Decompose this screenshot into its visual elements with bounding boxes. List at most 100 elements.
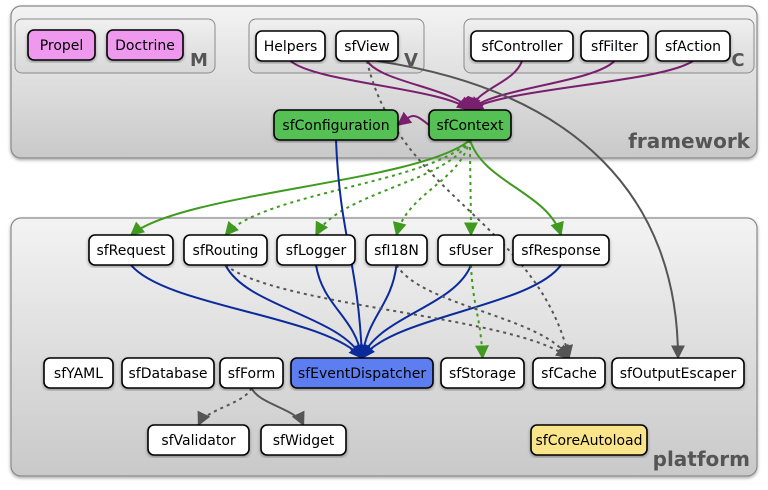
platform-layer: platform bbox=[10, 217, 758, 477]
node-doctrine: Doctrine bbox=[106, 29, 184, 61]
node-propel-box bbox=[27, 29, 96, 61]
node-sfconfiguration: sfConfiguration bbox=[273, 109, 399, 141]
node-sfcache-box bbox=[532, 357, 606, 389]
node-sfcoreautoload: sfCoreAutoload bbox=[530, 424, 648, 456]
node-sfwidget-label: sfWidget bbox=[273, 433, 335, 449]
node-sfwidget: sfWidget bbox=[260, 424, 347, 456]
node-sfview-label: sfView bbox=[344, 39, 389, 55]
edge-helpers-to-sfcontext bbox=[289, 60, 472, 111]
node-sfstorage: sfStorage bbox=[440, 357, 525, 389]
edge-sfcontext-to-sfconfiguration bbox=[396, 111, 430, 126]
node-sfcontroller-box bbox=[470, 30, 574, 62]
node-sfresponse-label: sfResponse bbox=[521, 243, 600, 259]
edge-sfrouting-to-sfeventdispatcher bbox=[224, 264, 363, 360]
edge-sfview-to-sfoutputescaper bbox=[376, 60, 685, 360]
node-sfrequest-label: sfRequest bbox=[96, 243, 166, 259]
node-sfuser: sfUser bbox=[437, 234, 505, 266]
edge-sfrequest-to-sfeventdispatcher bbox=[130, 264, 363, 360]
node-sfi18n-label: sfI18N bbox=[374, 243, 419, 259]
node-sfi18n: sfI18N bbox=[365, 234, 428, 266]
node-sfdatabase-label: sfDatabase bbox=[128, 366, 207, 382]
node-sfoutputescaper-box bbox=[611, 357, 745, 389]
node-sfuser-box bbox=[437, 234, 505, 266]
node-sfeventdispatcher-box bbox=[290, 357, 434, 389]
node-sfcoreautoload-box bbox=[530, 424, 648, 456]
node-sffilter: sfFilter bbox=[580, 30, 649, 62]
node-sfcache: sfCache bbox=[532, 357, 606, 389]
node-sfoutputescaper: sfOutputEscaper bbox=[611, 357, 745, 389]
node-sffilter-label: sfFilter bbox=[591, 39, 638, 55]
node-sfresponse: sfResponse bbox=[512, 234, 610, 266]
node-helpers-box bbox=[255, 30, 326, 62]
node-sfstorage-box bbox=[440, 357, 525, 389]
node-propel-label: Propel bbox=[40, 38, 84, 54]
model-group-label: M bbox=[190, 50, 208, 71]
node-sfdatabase: sfDatabase bbox=[121, 357, 215, 389]
edge-sfview-to-sfcontext bbox=[366, 60, 471, 112]
edge-sfcontext-to-sfi18n bbox=[392, 139, 471, 237]
node-sfdatabase-box bbox=[121, 357, 215, 389]
edge-sfform-to-sfwidget bbox=[250, 387, 305, 427]
framework-layer-label: framework bbox=[628, 129, 751, 153]
node-sflogger: sfLogger bbox=[276, 234, 356, 266]
node-sfcontroller-label: sfController bbox=[481, 39, 562, 55]
node-sfview-box bbox=[335, 30, 399, 62]
node-sfaction-label: sfAction bbox=[665, 39, 721, 55]
node-sfcoreautoload-label: sfCoreAutoload bbox=[535, 433, 642, 449]
node-sfform-box bbox=[219, 357, 284, 389]
node-sfvalidator: sfValidator bbox=[147, 424, 250, 456]
node-sfstorage-label: sfStorage bbox=[449, 366, 516, 382]
node-sfuser-label: sfUser bbox=[449, 243, 493, 259]
node-sfyaml-box bbox=[43, 357, 114, 389]
node-helpers-label: Helpers bbox=[264, 39, 318, 55]
node-sfvalidator-label: sfValidator bbox=[161, 433, 236, 449]
node-sfyaml-label: sfYAML bbox=[54, 366, 103, 382]
node-sfcontroller: sfController bbox=[470, 30, 574, 62]
node-sfconfiguration-label: sfConfiguration bbox=[282, 118, 389, 134]
node-sfcontext-box bbox=[428, 109, 512, 141]
node-sffilter-box bbox=[580, 30, 649, 62]
edge-sfcontext-to-sfrouting bbox=[224, 139, 471, 237]
edge-sfrouting-to-sfcache bbox=[224, 264, 571, 359]
edge-sfcontext-to-sfrequest bbox=[129, 139, 471, 236]
node-sfaction-box bbox=[655, 30, 731, 62]
node-sflogger-box bbox=[276, 234, 356, 266]
node-helpers: Helpers bbox=[255, 30, 326, 62]
node-sfyaml: sfYAML bbox=[43, 357, 114, 389]
edge-sfi18n-to-sfcache bbox=[395, 264, 570, 360]
node-sfrouting-label: sfRouting bbox=[193, 243, 259, 259]
platform-layer-label: platform bbox=[653, 447, 750, 471]
node-sfcache-label: sfCache bbox=[541, 366, 597, 382]
node-sfaction: sfAction bbox=[655, 30, 731, 62]
node-sfconfiguration-box bbox=[273, 109, 399, 141]
node-sfform-label: sfForm bbox=[228, 366, 276, 382]
node-sfvalidator-box bbox=[147, 424, 250, 456]
node-sfwidget-box bbox=[260, 424, 347, 456]
edge-sfcontext-to-sflogger bbox=[315, 139, 471, 237]
controller-group-label: C bbox=[731, 50, 744, 71]
node-sfrequest: sfRequest bbox=[88, 234, 174, 266]
node-sfform: sfForm bbox=[219, 357, 284, 389]
node-sflogger-label: sfLogger bbox=[286, 243, 347, 259]
node-sfi18n-box bbox=[365, 234, 428, 266]
node-sfeventdispatcher: sfEventDispatcher bbox=[290, 357, 434, 389]
node-sfrouting-box bbox=[183, 234, 268, 266]
node-sfview: sfView bbox=[335, 30, 399, 62]
node-sfrouting: sfRouting bbox=[183, 234, 268, 266]
node-sfcontext: sfContext bbox=[428, 109, 512, 141]
edge-sfresponse-to-sfeventdispatcher bbox=[361, 264, 562, 360]
node-propel: Propel bbox=[27, 29, 96, 61]
node-sfcontext-label: sfContext bbox=[436, 118, 504, 134]
node-sfeventdispatcher-label: sfEventDispatcher bbox=[298, 366, 426, 382]
edge-sfview-to-sfcache bbox=[366, 60, 574, 360]
edge-sfaction-to-sfcontext bbox=[468, 60, 694, 111]
edges bbox=[129, 60, 694, 427]
node-sfresponse-box bbox=[512, 234, 610, 266]
node-doctrine-label: Doctrine bbox=[115, 38, 175, 54]
node-doctrine-box bbox=[106, 29, 184, 61]
node-sfoutputescaper-label: sfOutputEscaper bbox=[620, 366, 737, 382]
nodes: Propel Doctrine Helpers sfView sfController s… bbox=[27, 29, 745, 456]
node-sfrequest-box bbox=[88, 234, 174, 266]
edge-sfcontext-to-sfresponse bbox=[469, 139, 564, 237]
